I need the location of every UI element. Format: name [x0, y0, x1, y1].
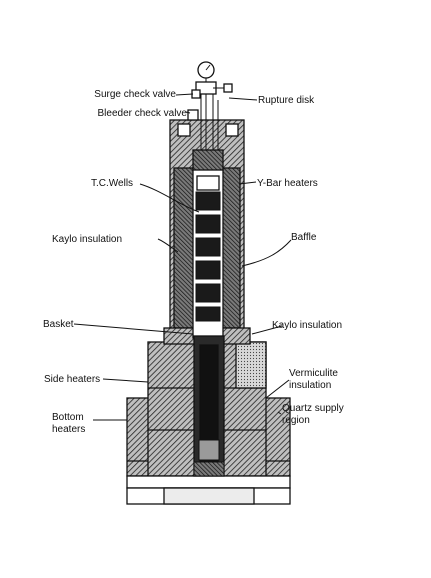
label-kaylo-insulation-upper: Kaylo insulation [52, 234, 122, 245]
label-vermiculite-line1: Vermiculite [289, 368, 338, 379]
label-side-heaters: Side heaters [44, 374, 100, 385]
rupture-disk [213, 83, 233, 93]
closure-head [177, 123, 239, 191]
label-baffle: Baffle [291, 232, 317, 243]
leader-lines [73, 93, 292, 421]
vermiculite-insulation [235, 341, 267, 389]
label-tc-wells: T.C.Wells [91, 178, 133, 189]
label-kaylo-insulation-lower: Kaylo insulation [272, 320, 342, 331]
y-bar-heaters [195, 191, 221, 322]
label-bottom-heaters-line1: Bottom [52, 412, 84, 423]
label-basket: Basket [43, 319, 74, 330]
label-quartz-line2: region [282, 415, 310, 426]
bleeder-check-valve [187, 109, 199, 121]
tc-wells [200, 94, 219, 150]
label-quartz-line1: Quartz supply [282, 403, 344, 414]
label-bottom-heaters-line2: heaters [52, 424, 85, 435]
label-surge-check-valve: Surge check valve [94, 89, 176, 100]
base-plate [126, 475, 291, 505]
surge-check-valve [191, 89, 201, 99]
label-bleeder-check-valve: Bleeder check valve [98, 108, 188, 119]
label-vermiculite-line2: insulation [289, 380, 331, 391]
labels: Surge check valve Rupture disk Bleeder c… [43, 89, 344, 435]
label-y-bar-heaters: Y-Bar heaters [257, 178, 318, 189]
pressure-gauge [195, 61, 217, 96]
basket [193, 335, 225, 477]
label-rupture-disk: Rupture disk [258, 95, 315, 106]
